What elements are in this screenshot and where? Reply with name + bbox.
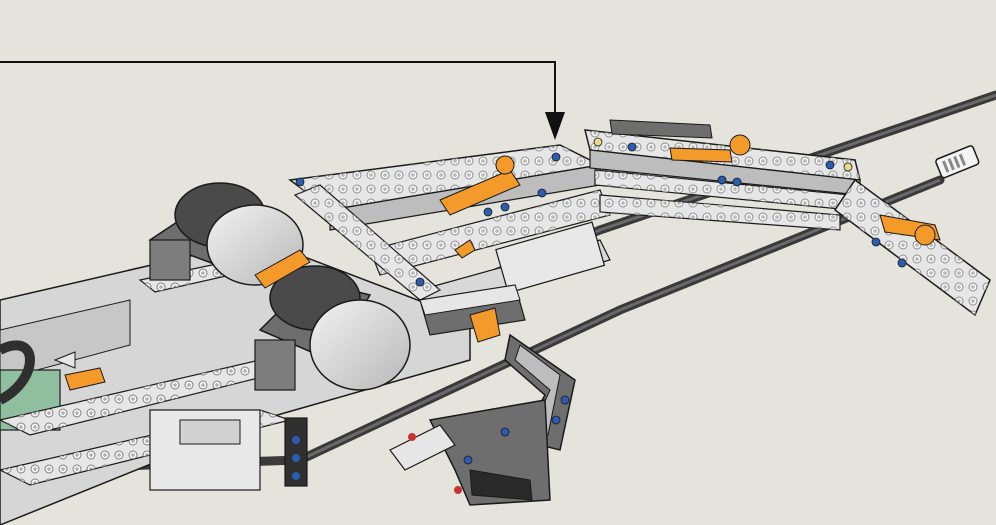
rj12-plug-icon <box>935 145 980 179</box>
callout-arrow <box>0 61 565 140</box>
gripper-claw <box>389 333 576 506</box>
motor-right <box>254 265 411 391</box>
vertical-link <box>284 417 308 487</box>
upper-arm <box>254 144 611 311</box>
mid-bracket <box>419 284 526 343</box>
orange-button <box>64 367 106 391</box>
wrist-segment <box>833 178 991 317</box>
forearm <box>584 119 861 231</box>
